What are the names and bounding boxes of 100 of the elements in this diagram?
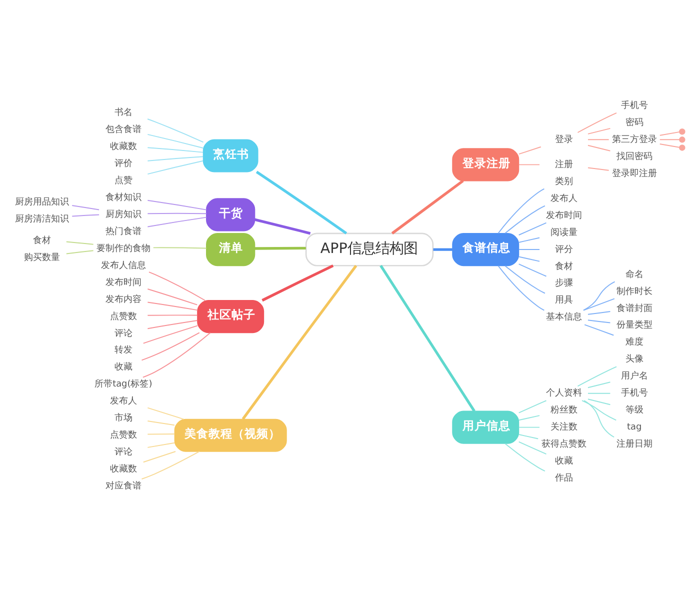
connector	[142, 324, 198, 344]
node-text: 厨房知识	[105, 209, 142, 220]
node-text: tag	[627, 422, 642, 432]
connector	[147, 133, 204, 148]
node-text: 发布时间	[546, 210, 582, 220]
node-box: APP信息结构图	[305, 232, 434, 266]
node-circle	[679, 144, 686, 150]
node-text: 食材	[33, 235, 52, 246]
node-text: 制作时长	[616, 286, 652, 296]
connector	[254, 218, 311, 234]
node-text: 厨房清洁知识	[15, 214, 70, 224]
node-box: 登录注册	[452, 148, 520, 181]
connector	[577, 112, 617, 132]
connector	[242, 264, 358, 420]
node-text: 手机号	[620, 388, 648, 398]
connector	[142, 332, 211, 378]
connector	[587, 381, 611, 388]
node-text: 第三方登录	[612, 134, 657, 144]
node-text: 食材知识	[105, 192, 142, 202]
connector	[518, 426, 540, 428]
connector	[72, 214, 100, 216]
connector	[504, 264, 546, 294]
connector	[256, 170, 348, 234]
connector	[147, 301, 198, 310]
node-text: 发布内容	[105, 294, 142, 304]
connector	[518, 248, 540, 250]
connector	[433, 248, 452, 250]
connector	[148, 271, 206, 300]
connector	[518, 146, 542, 154]
node-text: 热门食谱	[105, 226, 142, 236]
node-text: 食材	[554, 261, 573, 272]
node-text: 登录	[554, 134, 573, 144]
node-text: 收藏数	[110, 142, 137, 152]
node-text: 市场	[114, 413, 132, 424]
connector	[66, 250, 94, 254]
node-text: 书名	[114, 108, 132, 118]
connector	[141, 450, 200, 479]
connector	[498, 188, 545, 234]
node-text: 步骤	[554, 278, 573, 288]
node-text: 收藏数	[110, 464, 137, 474]
connector	[582, 280, 616, 310]
node-text: 购买数量	[24, 252, 60, 262]
connector	[147, 433, 175, 434]
node-box: 用户信息	[452, 410, 520, 444]
node-text: 包含食谱	[105, 124, 142, 135]
connector	[659, 138, 680, 140]
node-text: 注册	[554, 159, 573, 170]
node-text: 收藏	[554, 456, 573, 466]
connector	[518, 263, 547, 276]
node-text: 评分	[554, 244, 573, 254]
connector	[380, 264, 476, 412]
node-text: 对应食谱	[105, 481, 142, 492]
node-circle	[679, 136, 686, 142]
node-text: 食谱封面	[616, 303, 652, 314]
connector	[587, 398, 611, 405]
connector	[147, 156, 204, 161]
connector	[583, 298, 615, 310]
node-text: 作品	[554, 472, 573, 483]
connector	[587, 138, 610, 140]
connector	[504, 204, 546, 234]
connector	[587, 166, 610, 170]
node-text: 点赞数	[110, 430, 137, 440]
node-box: 美食教程（视频）	[174, 418, 287, 452]
connector	[147, 199, 207, 210]
node-text: 类别	[554, 176, 573, 186]
node-box: 食谱信息	[452, 232, 520, 266]
node-text: 获得点赞数	[541, 439, 586, 450]
node-text: 粉丝数	[550, 405, 578, 416]
node-text: 收藏	[114, 362, 132, 372]
node-text: 份量类型	[616, 320, 652, 330]
node-text: 发布人	[550, 193, 578, 204]
node-circle	[679, 128, 686, 134]
connector	[518, 414, 540, 420]
node-text: 手机号	[620, 100, 648, 110]
node-text: 个人资料	[546, 388, 582, 398]
node-text: 点赞	[114, 175, 132, 186]
node-text: 厨房用品知识	[15, 196, 70, 207]
connector	[577, 366, 617, 386]
connector	[72, 204, 100, 210]
connector	[518, 434, 539, 439]
connector	[147, 442, 175, 448]
connector	[498, 264, 545, 310]
connector	[518, 222, 547, 235]
node-text: 评论	[114, 328, 132, 338]
node-text: 密码	[625, 117, 644, 128]
connector	[587, 144, 611, 151]
connector	[587, 127, 611, 134]
node-text: 用具	[554, 295, 573, 306]
connector	[254, 246, 306, 250]
node-box: 社区帖子	[197, 300, 264, 333]
connector	[142, 450, 176, 462]
connector	[587, 319, 611, 323]
connector	[518, 256, 540, 262]
node-text: 头像	[625, 354, 644, 364]
connector	[518, 164, 540, 165]
node-text: 所带tag(标签)	[94, 379, 152, 390]
node-text: 登录即注册	[612, 168, 657, 178]
node-text: 命名	[625, 269, 644, 280]
node-box: 干货	[206, 198, 256, 231]
connector	[66, 240, 94, 244]
